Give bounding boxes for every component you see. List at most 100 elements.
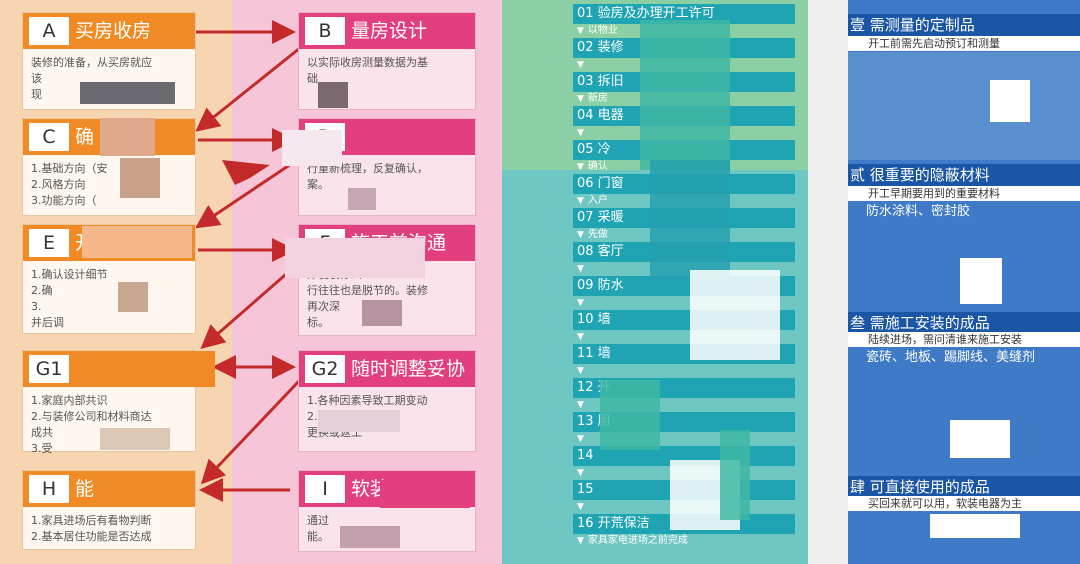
step-sub-text: 新房 — [587, 93, 608, 104]
card-c-line: 1.基础方向（安 — [31, 162, 108, 175]
redaction-block — [950, 420, 1010, 458]
card-i-line: 能。 — [307, 530, 329, 543]
redaction-block — [82, 226, 192, 258]
arrow-g2-h — [200, 378, 302, 485]
material-group-3-subtitle: 陆续进场，需问清谁来施工安装 — [848, 332, 1080, 347]
card-f-line: 再次深 — [307, 300, 340, 313]
card-e-line: 1.确认设计细节 — [31, 268, 108, 281]
step-sub: ▼先做 — [573, 228, 795, 242]
step-arrow-icon: ▼ — [577, 162, 584, 172]
step-arrow-icon: ▼ — [577, 26, 584, 36]
card-d: D 行重新梳理，反复确认， 案。 — [298, 118, 476, 216]
redaction-block — [650, 160, 730, 280]
step-sub-text: 以物业 — [587, 25, 618, 36]
card-h-line: 2.基本居住功能是否达成 — [31, 530, 152, 543]
card-g2-title: 随时调整妥协 — [351, 358, 466, 380]
material-group-1-title: 壹 需测量的定制品 — [848, 14, 1080, 36]
card-b: B 量房设计 以实际收房测量数据为基 础 — [298, 12, 476, 110]
step-sub: ▼ — [573, 432, 795, 446]
arrow-d-e — [195, 156, 301, 229]
card-h-body: 1.家具进场后有看物判断 2.基本居住功能是否达成 — [31, 513, 189, 545]
card-e-line: 2.确 — [31, 284, 53, 297]
redaction-block — [282, 130, 342, 166]
redaction-block — [318, 410, 400, 432]
card-i-letter: I — [305, 475, 345, 503]
material-group-1-subtitle: 开工前需先启动预订和测量 — [848, 36, 1080, 51]
card-c-line: 3.功能方向（ — [31, 194, 97, 207]
step-sub-text: 家具家电进场之前完成 — [587, 535, 688, 546]
redaction-block — [640, 20, 730, 170]
redaction-block — [318, 82, 348, 108]
step-arrow-icon: ▼ — [577, 196, 584, 206]
card-g1-line: 3.受 — [31, 442, 53, 455]
step-arrow-icon: ▼ — [577, 434, 584, 444]
card-a-title: 买房收房 — [75, 20, 152, 42]
card-h-line: 1.家具进场后有看物判断 — [31, 514, 152, 527]
card-g2-letter: G2 — [305, 355, 345, 383]
step-arrow-icon: ▼ — [577, 468, 584, 478]
card-h-letter: H — [29, 475, 69, 503]
card-d-line: 案。 — [307, 178, 329, 191]
material-group-2-text: 防水涂料、密封胶 — [866, 204, 971, 219]
card-e-line: 3. — [31, 300, 42, 313]
step-sub: ▼ — [573, 500, 795, 514]
step-arrow-icon: ▼ — [577, 400, 584, 410]
card-a-body: 装修的准备，从买房就应 该 现 — [31, 55, 189, 103]
card-c-letter: C — [29, 123, 69, 151]
step-sub: ▼ — [573, 262, 795, 276]
card-h-title: 能 — [75, 478, 95, 500]
card-i-line: 通过 — [307, 514, 329, 527]
step-sub: ▼ — [573, 466, 795, 480]
redaction-block — [362, 300, 402, 326]
card-b-line: 础 — [307, 72, 318, 85]
redaction-block — [100, 118, 155, 156]
card-a-line: 现 — [31, 88, 42, 101]
card-f-line: 行往往也是脱节的。装修 — [307, 284, 428, 297]
step-sub: ▼家具家电进场之前完成 — [573, 534, 795, 548]
card-c-line: 2.风格方向 — [31, 178, 86, 191]
redaction-block — [930, 514, 1020, 538]
redaction-block — [285, 238, 425, 278]
step-sub: ▼新房 — [573, 92, 795, 106]
step-sub-text: 确认 — [587, 161, 608, 172]
redaction-block — [690, 270, 780, 360]
material-group-4-title: 肆 可直接使用的成品 — [848, 476, 1080, 498]
redaction-block — [990, 80, 1030, 122]
card-g2: G2 随时调整妥协 1.各种因素导致工期变动 2. 更换或返工 — [298, 350, 476, 452]
card-b-line: 以实际收房测量数据为基 — [307, 56, 428, 69]
redaction-block — [380, 480, 470, 508]
card-f-line: 标。 — [307, 316, 329, 329]
card-b-title: 量房设计 — [351, 20, 428, 42]
step-arrow-icon: ▼ — [577, 332, 584, 342]
card-g1-letter: G1 — [29, 355, 69, 383]
redaction-block — [720, 430, 750, 520]
redaction-block — [848, 52, 1080, 160]
card-i-title: 软装 — [351, 478, 390, 500]
step-sub: ▼ — [573, 330, 795, 344]
material-group-3-text: 瓷砖、地板、踢脚线、美缝剂 — [866, 350, 1036, 365]
card-i-body: 通过 能。 — [307, 513, 469, 545]
step-sub-text: 先做 — [587, 229, 608, 240]
card-c-body: 1.基础方向（安 2.风格方向 3.功能方向（ — [31, 161, 189, 209]
material-group-4-subtitle: 买回来就可以用，软装电器为主 — [848, 496, 1080, 511]
redaction-block — [80, 82, 175, 104]
arrow-f-g1 — [200, 260, 301, 349]
material-group-3-title: 叁 需施工安装的成品 — [848, 312, 1080, 334]
step-arrow-icon: ▼ — [577, 502, 584, 512]
step-arrow-icon: ▼ — [577, 230, 584, 240]
step-arrow-icon: ▼ — [577, 298, 584, 308]
step-arrow-icon: ▼ — [577, 536, 584, 546]
card-g1-body: 1.家庭内部共识 2.与装修公司和材料商达 成共 3.受 — [31, 393, 189, 457]
step-sub: ▼ — [573, 58, 795, 72]
material-group-2-subtitle: 开工早期要用到的重要材料 — [848, 186, 1080, 201]
step-sub: ▼确认 — [573, 160, 795, 174]
redaction-block — [960, 258, 1002, 304]
card-e-letter: E — [29, 229, 69, 257]
step-sub: ▼入户 — [573, 194, 795, 208]
step-sub: ▼ — [573, 398, 795, 412]
card-a-line: 装修的准备，从买房就应 — [31, 56, 152, 69]
step-sub: ▼ — [573, 364, 795, 378]
redaction-block — [600, 380, 660, 450]
material-group-2-title: 贰 很重要的隐蔽材料 — [848, 164, 1080, 186]
card-g1-line: 2.与装修公司和材料商达 — [31, 410, 152, 423]
